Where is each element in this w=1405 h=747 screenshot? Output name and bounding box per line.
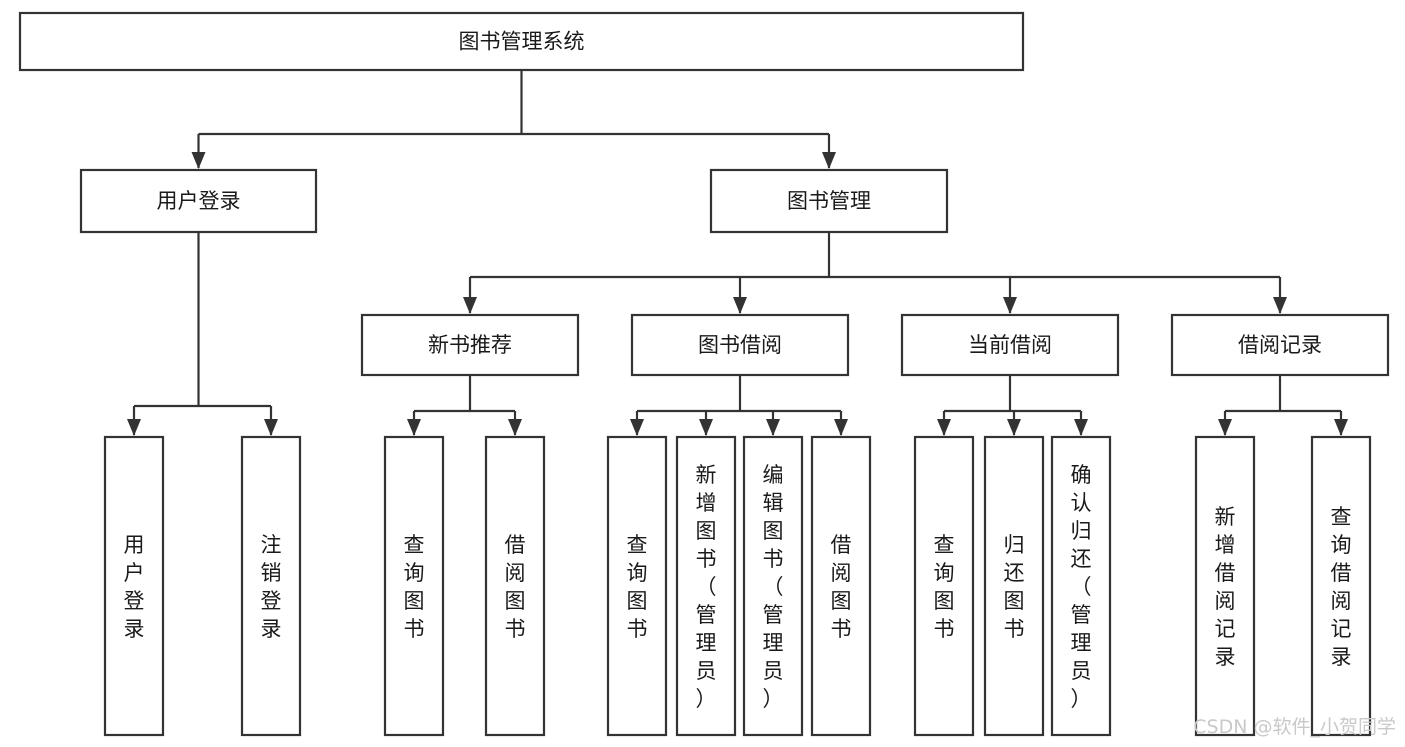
leaf-node[interactable]: 归还图书 bbox=[983, 435, 1045, 737]
level3-node[interactable]: 图书借阅 bbox=[630, 313, 850, 377]
leaf-node[interactable]: 查询图书 bbox=[383, 435, 445, 737]
level3-box[interactable] bbox=[900, 313, 1120, 377]
leaf-box[interactable] bbox=[1194, 435, 1256, 737]
leaf-label: 查询图书 bbox=[404, 533, 425, 641]
leaf-box[interactable] bbox=[383, 435, 445, 737]
leaf-box[interactable] bbox=[1310, 435, 1372, 737]
leaf-box[interactable] bbox=[484, 435, 546, 737]
connector-arrowhead-icon bbox=[733, 297, 747, 314]
connector-arrowhead-icon bbox=[1003, 297, 1017, 314]
level2-box[interactable] bbox=[709, 168, 949, 234]
level3-node[interactable]: 新书推荐 bbox=[360, 313, 580, 377]
leaf-box[interactable] bbox=[103, 435, 165, 737]
connector-arrowhead-icon bbox=[508, 419, 522, 436]
connector-arrowhead-icon bbox=[766, 419, 780, 436]
leaf-node[interactable]: 查询借阅记录 bbox=[1310, 435, 1372, 737]
root-node[interactable]: 图书管理系统 bbox=[18, 11, 1025, 72]
connector-arrowhead-icon bbox=[1007, 419, 1021, 436]
leaf-label: 借阅图书 bbox=[831, 533, 852, 641]
leaf-node[interactable]: 查询图书 bbox=[606, 435, 668, 737]
connector-arrowhead-icon bbox=[822, 152, 836, 169]
leaf-node[interactable]: 借阅图书 bbox=[810, 435, 872, 737]
leaf-box[interactable] bbox=[675, 435, 737, 737]
level2-node[interactable]: 图书管理 bbox=[709, 168, 949, 234]
level3-label: 当前借阅 bbox=[968, 333, 1052, 357]
connector-arrowhead-icon bbox=[1273, 297, 1287, 314]
csdn-watermark: CSDN @软件_小贺同学 bbox=[1193, 716, 1396, 738]
level3-box[interactable] bbox=[360, 313, 580, 377]
leaf-node[interactable]: 确认归还（管理员） bbox=[1050, 435, 1112, 737]
connector-arrowhead-icon bbox=[127, 419, 141, 436]
connector-arrowhead-icon bbox=[1074, 419, 1088, 436]
connector-arrowhead-icon bbox=[1334, 419, 1348, 436]
connector-arrowhead-icon bbox=[463, 297, 477, 314]
connector-arrowhead-icon bbox=[630, 419, 644, 436]
connector-arrowhead-icon bbox=[407, 419, 421, 436]
level2-label: 用户登录 bbox=[157, 189, 241, 213]
leaf-node[interactable]: 注销登录 bbox=[240, 435, 302, 737]
leaf-box[interactable] bbox=[913, 435, 975, 737]
leaf-label: 查询图书 bbox=[934, 533, 955, 641]
leaf-node[interactable]: 借阅图书 bbox=[484, 435, 546, 737]
root-box[interactable] bbox=[18, 11, 1025, 72]
connector-arrowhead-icon bbox=[834, 419, 848, 436]
leaf-node[interactable]: 用户登录 bbox=[103, 435, 165, 737]
leaf-label: 确认归还（管理员） bbox=[1071, 463, 1092, 711]
level3-box[interactable] bbox=[630, 313, 850, 377]
level3-label: 图书借阅 bbox=[698, 333, 782, 357]
level2-label: 图书管理 bbox=[787, 189, 871, 213]
connector-arrowhead-icon bbox=[1218, 419, 1232, 436]
connector-arrowhead-icon bbox=[264, 419, 278, 436]
leaf-box[interactable] bbox=[983, 435, 1045, 737]
level2-box[interactable] bbox=[79, 168, 318, 234]
leaf-box[interactable] bbox=[1050, 435, 1112, 737]
leaf-label: 编辑图书（管理员） bbox=[763, 463, 784, 711]
leaf-label: 查询图书 bbox=[627, 533, 648, 641]
leaf-label: 用户登录 bbox=[124, 533, 145, 641]
level3-label: 新书推荐 bbox=[428, 333, 512, 357]
leaf-label: 归还图书 bbox=[1004, 533, 1025, 641]
leaf-label: 注销登录 bbox=[261, 533, 282, 641]
connector-arrowhead-icon bbox=[699, 419, 713, 436]
level3-box[interactable] bbox=[1170, 313, 1390, 377]
leaf-label: 查询借阅记录 bbox=[1331, 505, 1352, 669]
connector-arrowhead-icon bbox=[937, 419, 951, 436]
leaf-node[interactable]: 新增图书（管理员） bbox=[675, 435, 737, 737]
leaf-label: 新增借阅记录 bbox=[1215, 505, 1236, 669]
leaf-box[interactable] bbox=[742, 435, 804, 737]
leaf-node[interactable]: 查询图书 bbox=[913, 435, 975, 737]
level3-node[interactable]: 当前借阅 bbox=[900, 313, 1120, 377]
connector-layer bbox=[127, 70, 1348, 436]
leaf-box[interactable] bbox=[240, 435, 302, 737]
leaf-box[interactable] bbox=[810, 435, 872, 737]
level3-node[interactable]: 借阅记录 bbox=[1170, 313, 1390, 377]
leaf-node[interactable]: 新增借阅记录 bbox=[1194, 435, 1256, 737]
level2-node[interactable]: 用户登录 bbox=[79, 168, 318, 234]
leaf-label: 借阅图书 bbox=[505, 533, 526, 641]
level3-label: 借阅记录 bbox=[1238, 333, 1322, 357]
leaf-node[interactable]: 编辑图书（管理员） bbox=[742, 435, 804, 737]
connector-arrowhead-icon bbox=[191, 152, 206, 169]
root-label: 图书管理系统 bbox=[459, 30, 585, 54]
leaf-label: 新增图书（管理员） bbox=[696, 463, 717, 711]
node-layer: 图书管理系统用户登录图书管理新书推荐图书借阅当前借阅借阅记录用户登录注销登录查询… bbox=[18, 11, 1390, 737]
leaf-box[interactable] bbox=[606, 435, 668, 737]
